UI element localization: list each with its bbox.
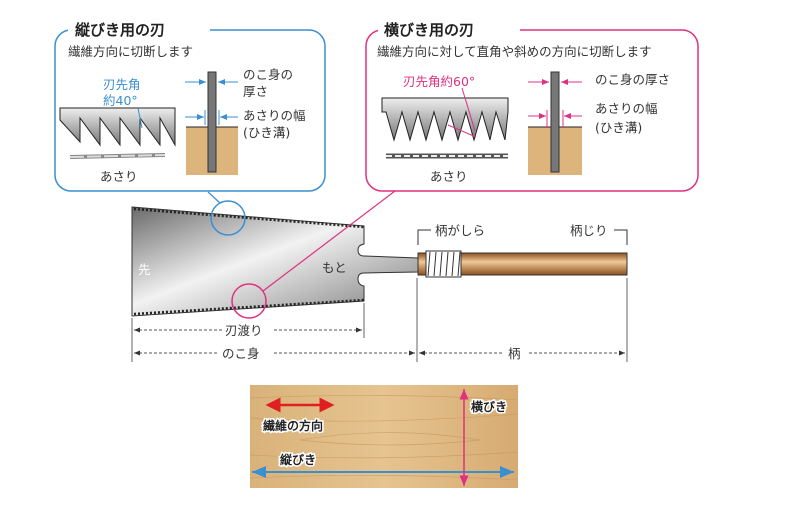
rip-kerf-cross-section (185, 71, 238, 175)
crosscut-kerf-label-1: あさりの幅 (595, 101, 658, 116)
rip-kerf-label-1: あさりの幅 (243, 108, 306, 123)
rip-kerf-label-2: (ひき溝) (243, 125, 290, 140)
rip-cut-label: 縦びき (280, 452, 316, 467)
crosscut-callout-leader (262, 190, 396, 292)
rip-angle-leader (137, 107, 143, 129)
rip-thickness-label-2: 厚さ (243, 84, 268, 99)
crosscut-kerf-label-2: (ひき溝) (595, 120, 642, 135)
dimension-lines (131, 278, 628, 362)
wood-grain-board: 繊維の方向 縦びき 横びき (249, 385, 519, 488)
crosscut-panel-title: 横びき用の刃 (384, 21, 474, 39)
rip-tooth-angle-label: 刃先角 (103, 77, 141, 92)
handle-end-label: 柄じり (570, 223, 608, 238)
rip-teeth-callout-circle (210, 200, 246, 236)
handle-length-label: 柄 (508, 346, 521, 361)
saw-top-teeth (133, 207, 365, 229)
saw-illustration: 先 もと 柄がしら 柄じり 刃渡り のこ身 柄 (131, 190, 628, 362)
rip-thickness-label-1: のこ身の (243, 67, 293, 82)
rip-tooth-panel: 縦びき用の刃 繊維方向に切断します 刃先角 約40° あさり のこ身の 厚さ あ… (54, 18, 326, 192)
saw-blade (131, 206, 419, 317)
rip-panel-title: 縦びき用の刃 (75, 21, 165, 39)
crosscut-angle-leader (461, 87, 476, 132)
saw-base-label: もと (322, 260, 347, 275)
crosscut-panel-description: 繊維方向に対して直角や斜めの方向に切断します (377, 44, 652, 59)
crosscut-teeth-callout-circle (231, 283, 267, 319)
crosscut-teeth-illustration (381, 97, 509, 159)
rip-teeth-illustration (59, 107, 176, 159)
handle-head-label: 柄がしら (435, 223, 485, 238)
cutting-edge-length-label: 刃渡り (225, 323, 263, 338)
rip-panel-description: 繊維方向に切断します (68, 44, 193, 59)
cross-cut-label: 横びき (471, 399, 507, 414)
saw-handle (417, 252, 628, 276)
saw-bottom-teeth (133, 298, 365, 316)
rip-tooth-angle-value: 約40° (103, 93, 138, 108)
rip-set-label: あさり (100, 169, 138, 184)
crosscut-tooth-angle-label: 刃先角約60° (403, 74, 475, 89)
crosscut-tooth-panel: 横びき用の刃 繊維方向に対して直角や斜めの方向に切断します 刃先角約60° あさ… (365, 18, 699, 192)
crosscut-kerf-cross-section (528, 71, 582, 175)
blade-length-label: のこ身 (222, 346, 260, 361)
handle-rattan-wrap (425, 250, 462, 278)
crosscut-thickness-label: のこ身の厚さ (595, 72, 670, 87)
grain-direction-label: 繊維の方向 (263, 418, 323, 433)
crosscut-set-label: あさり (430, 169, 468, 184)
saw-tip-label: 先 (138, 262, 151, 277)
crosscut-panel-border (365, 29, 699, 192)
rip-callout-leader (207, 191, 221, 204)
